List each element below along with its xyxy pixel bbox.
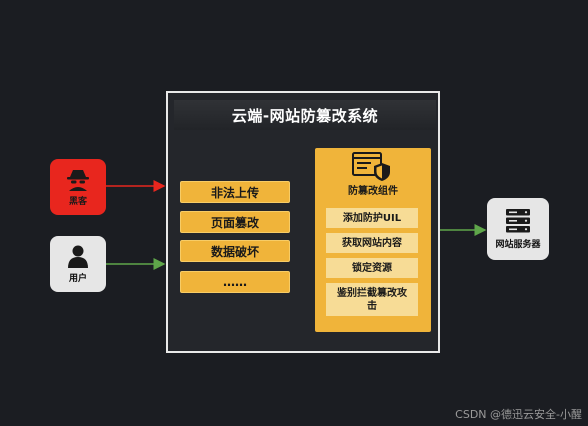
attack-item: 页面篡改 <box>180 211 290 233</box>
component-step: 锁定资源 <box>326 258 418 278</box>
server-icon <box>506 209 530 233</box>
attack-item: 非法上传 <box>180 181 290 203</box>
hacker-node: 黑客 <box>50 159 106 215</box>
shield-window-icon <box>352 152 390 181</box>
hacker-icon <box>67 170 89 191</box>
user-node: 用户 <box>50 236 106 292</box>
user-label: 用户 <box>68 274 87 284</box>
system-title: 云端-网站防篡改系统 <box>174 100 436 130</box>
server-node: 网站服务器 <box>487 198 549 260</box>
hacker-label: 黑客 <box>68 197 87 207</box>
component-title: 防篡改组件 <box>348 186 398 197</box>
component-step: 获取网站内容 <box>326 233 418 253</box>
attack-item: 数据破坏 <box>180 240 290 262</box>
component-step: 鉴别拦截篡改攻击 <box>326 283 418 316</box>
component-step: 添加防护UIL <box>326 208 418 228</box>
user-icon <box>68 245 88 268</box>
watermark: CSDN @德迅云安全-小醒 <box>455 408 582 421</box>
server-label: 网站服务器 <box>495 240 541 250</box>
attack-item: …… <box>180 271 290 293</box>
